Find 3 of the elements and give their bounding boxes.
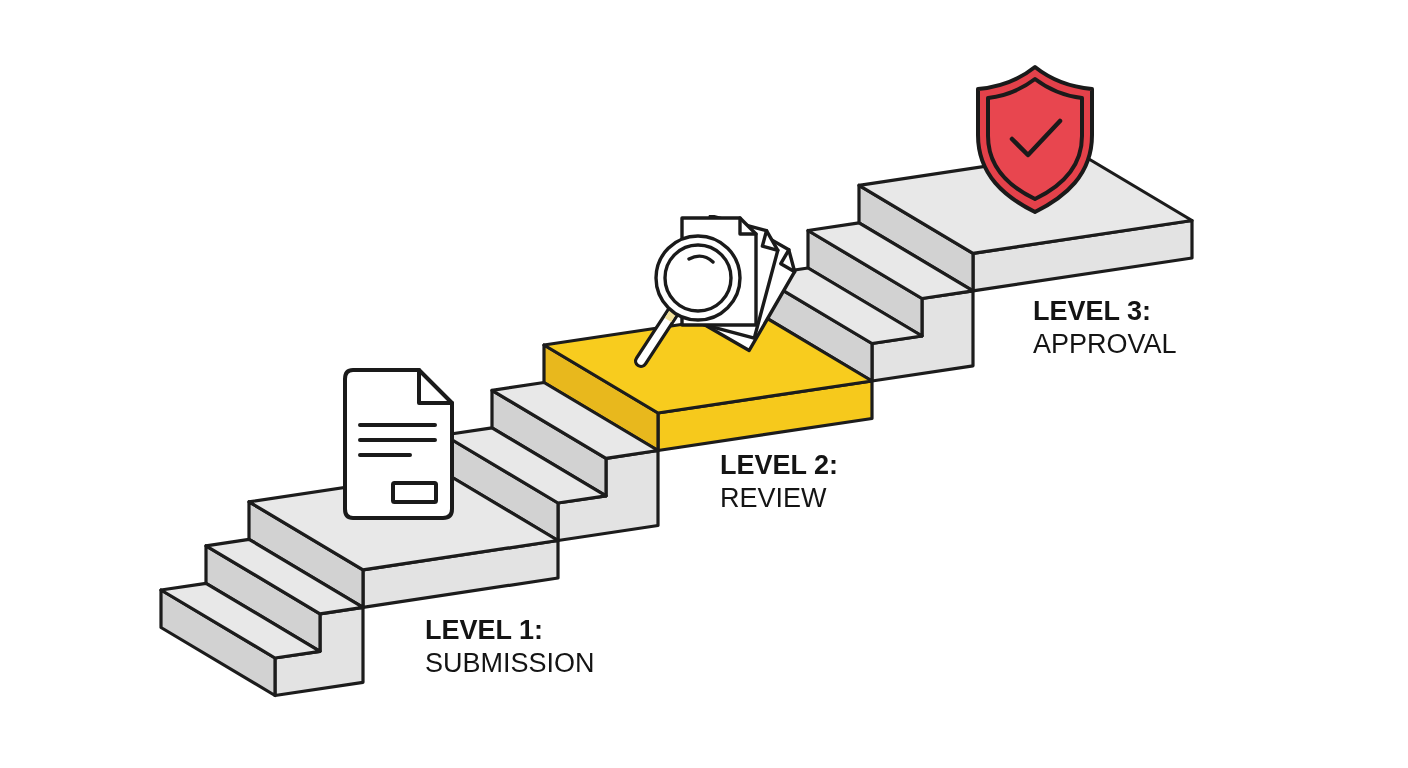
level-label: LEVEL 2: REVIEW	[720, 449, 839, 515]
level-label: LEVEL 1: SUBMISSION	[425, 614, 595, 680]
level-label: LEVEL 3: APPROVAL	[1033, 295, 1177, 361]
